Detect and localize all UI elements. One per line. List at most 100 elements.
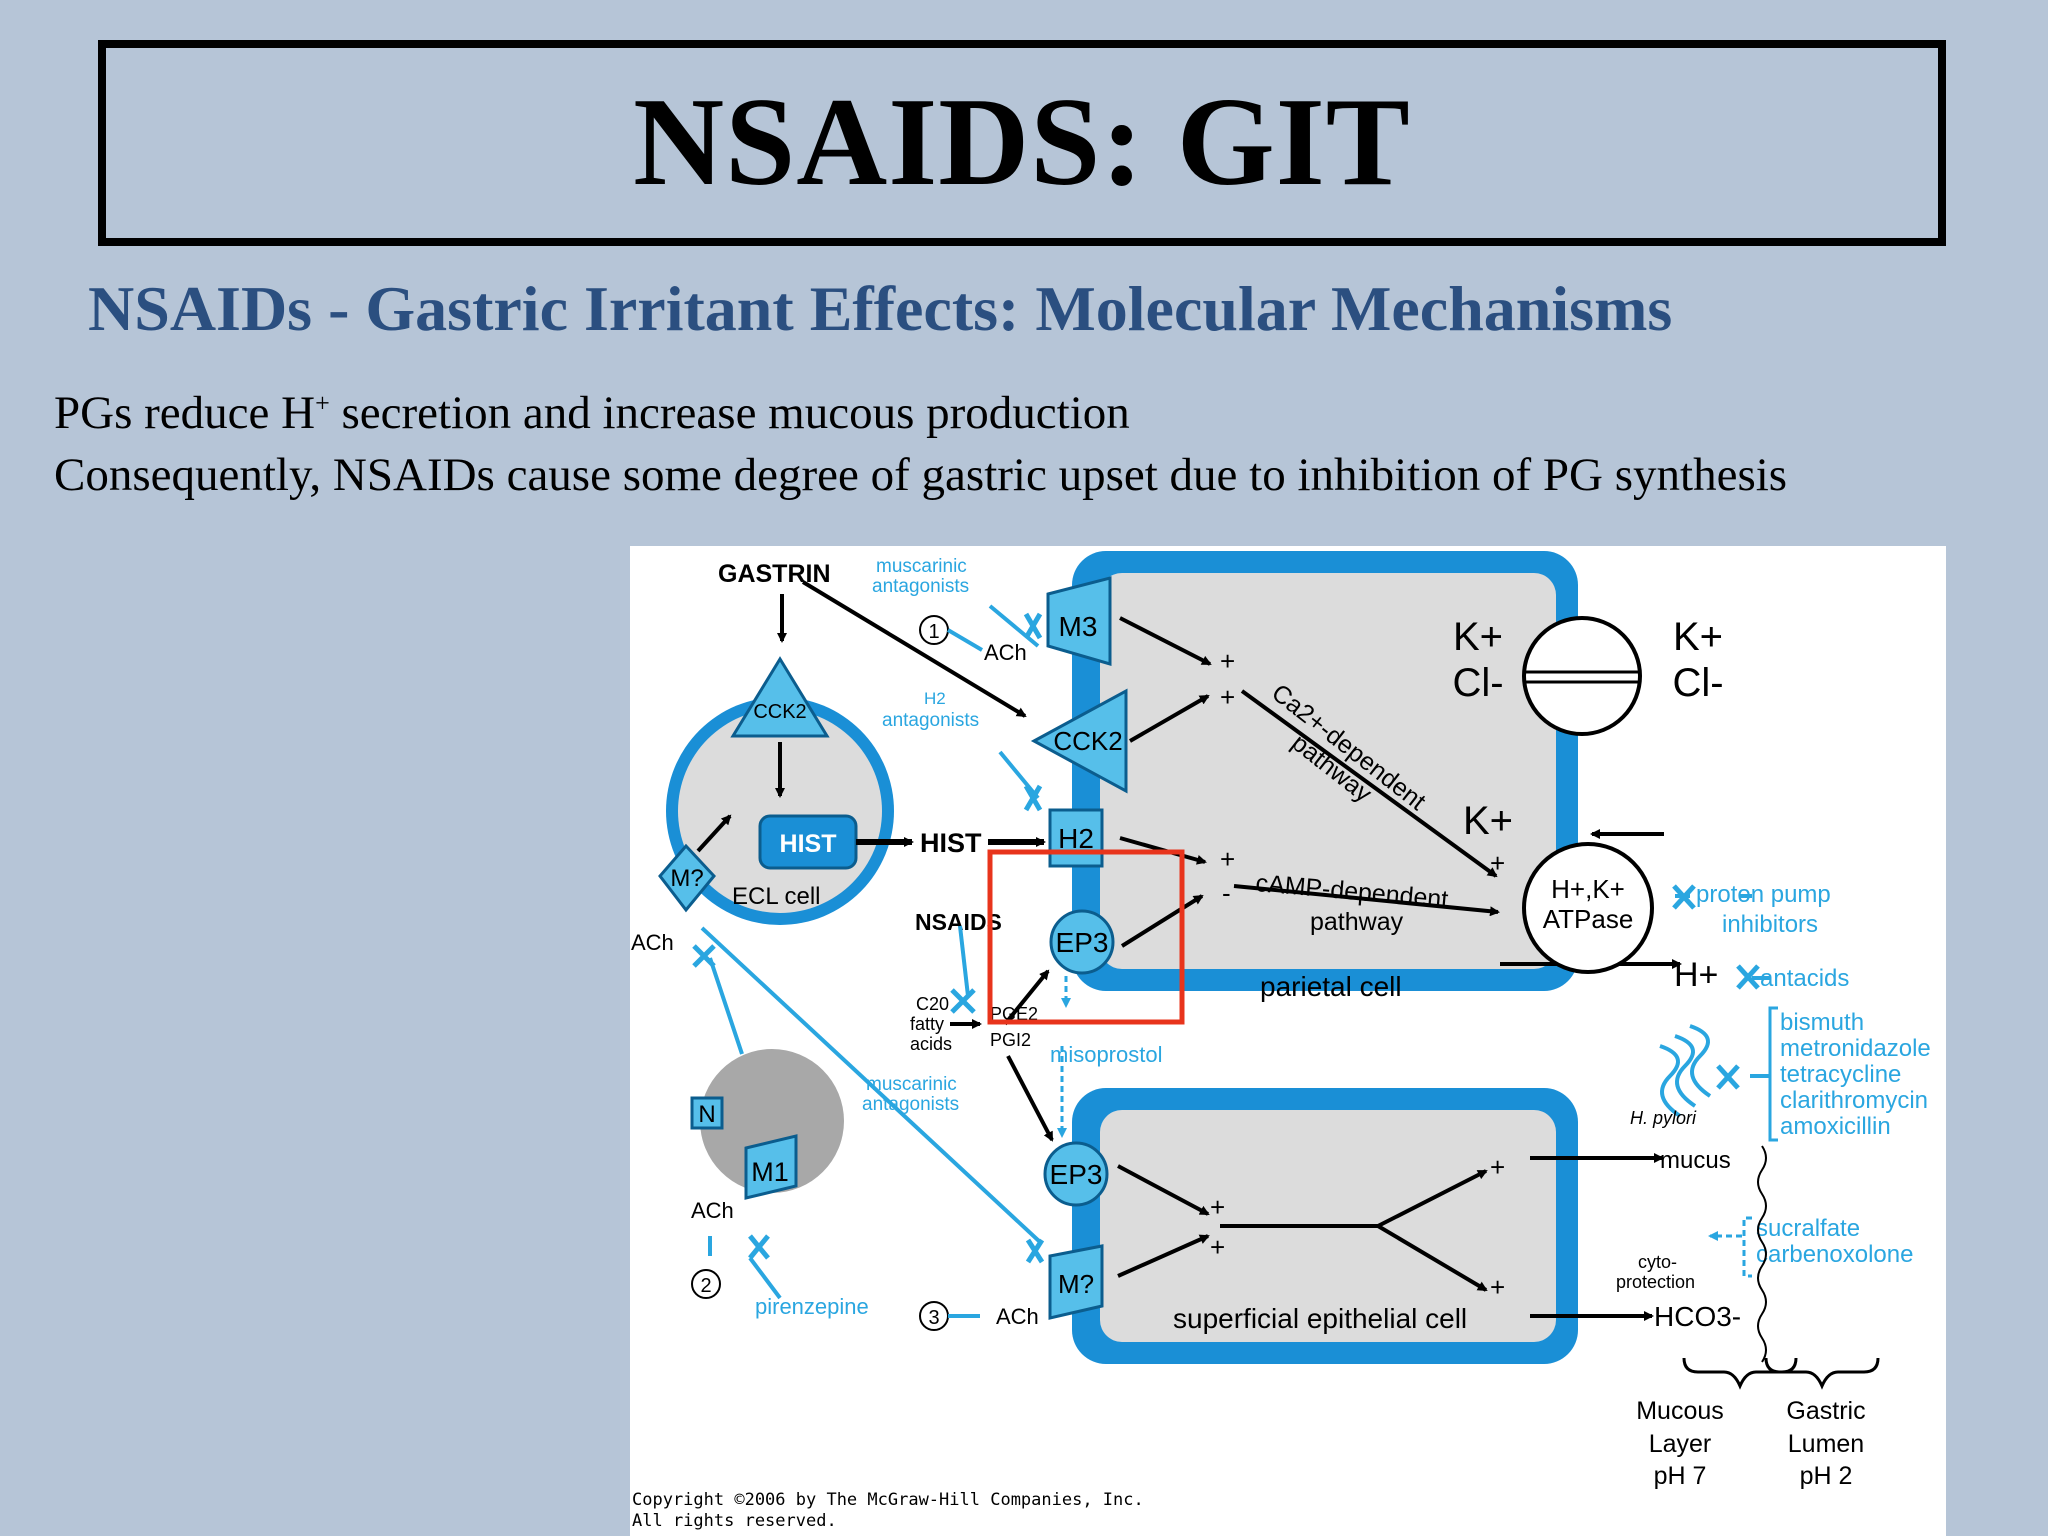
- body-line-1-sup: +: [315, 388, 330, 418]
- cl-in-label: Cl-: [1452, 661, 1503, 705]
- mechanism-diagram: CCK2 HIST M? ECL cell N M1 M3 CCK2 H2 EP…: [631, 551, 1931, 1490]
- superficial-cell-label: superficial epithelial cell: [1173, 1303, 1467, 1334]
- body-line-1-a: PGs reduce H: [54, 387, 316, 439]
- block-marks: [692, 612, 1760, 1264]
- ep3-label-epithelial: EP3: [1050, 1159, 1103, 1190]
- highlight-box: [987, 849, 1185, 1025]
- m-ecl-receptor: [658, 843, 716, 913]
- c20-label-1: C20: [916, 994, 949, 1014]
- hp-drug-bracket: [1768, 1006, 1778, 1142]
- cck2-ecl-label: CCK2: [753, 701, 806, 723]
- gastric-lumen-label-2: Lumen: [1788, 1430, 1864, 1458]
- h-pylori-icon: [1659, 1024, 1712, 1118]
- plus-sign: +: [1490, 848, 1505, 878]
- parietal-cell-interior: [1100, 573, 1556, 969]
- plus-sign: +: [1210, 1232, 1225, 1262]
- m-epithelial-label: M?: [1058, 1269, 1094, 1299]
- musc-antag-top-2: antagonists: [872, 576, 969, 597]
- h2-antag-2: antagonists: [882, 710, 979, 731]
- pgi2-label: PGI2: [990, 1030, 1031, 1050]
- plus-sign: +: [1210, 1192, 1225, 1222]
- ach-neuron-label: ACh: [691, 1198, 734, 1223]
- black-arrows: [696, 580, 1682, 1321]
- marker-2-label: 2: [700, 1275, 711, 1297]
- c20-label-3: acids: [910, 1034, 952, 1054]
- marker-2: [691, 1269, 721, 1299]
- plus-sign: +: [1220, 844, 1235, 874]
- ppi-label-2: inhibitors: [1722, 911, 1818, 938]
- copyright-note: Copyright ©2006 by The McGraw-Hill Compa…: [632, 1490, 1144, 1532]
- m-ecl-label: M?: [670, 865, 703, 892]
- m-epithelial-receptor: [1048, 1244, 1104, 1320]
- musc-antag-top-1: muscarinic: [876, 556, 967, 577]
- ppi-label-1: proton pump: [1696, 881, 1831, 908]
- pirenzepine-label: pirenzepine: [755, 1294, 869, 1319]
- mucous-layer-label-3: pH 7: [1654, 1462, 1707, 1490]
- camp-pathway-label-2: pathway: [1310, 908, 1404, 936]
- hp-drug-2: metronidazole: [1780, 1035, 1931, 1062]
- atpase-label-1: H+,K+: [1551, 874, 1625, 904]
- pge2-label: PGE2: [990, 1004, 1038, 1024]
- sucralfate-label: sucralfate: [1756, 1215, 1860, 1242]
- plus-sign: +: [1490, 1152, 1505, 1182]
- m3-label: M3: [1059, 611, 1098, 642]
- h2-receptor: [1048, 808, 1104, 868]
- hp-drug-4: clarithromycin: [1780, 1087, 1928, 1114]
- gastric-lumen-label-1: Gastric: [1786, 1397, 1865, 1425]
- hp-drug-1: bismuth: [1780, 1009, 1864, 1036]
- ecl-cell-label: ECL cell: [732, 883, 820, 910]
- atpase-label-2: ATPase: [1543, 904, 1634, 934]
- plus-sign: +: [1220, 682, 1235, 712]
- ach-top-label: ACh: [984, 640, 1027, 665]
- cck2-receptor: [1030, 688, 1128, 794]
- cyto-label-2: protection: [1616, 1272, 1695, 1292]
- gastric-lumen-brace: [1764, 1357, 1880, 1390]
- cyto-label-1: cyto-: [1638, 1252, 1677, 1272]
- title-box: NSAIDS: GIT: [98, 40, 1946, 246]
- marker-3-label: 3: [928, 1307, 939, 1329]
- h2-antag-1: H2: [924, 689, 946, 708]
- antacids-label: antacids: [1760, 965, 1849, 992]
- h-pylori-label: H. pylori: [1630, 1108, 1697, 1128]
- mucus-label: mucus: [1660, 1147, 1731, 1174]
- copyright-line-1: Copyright ©2006 by The McGraw-Hill Compa…: [632, 1490, 1144, 1510]
- ep3-receptor-epithelial: [1043, 1141, 1109, 1207]
- k-in-label: K+: [1453, 615, 1503, 659]
- musc-antag-mid-2: antagonists: [862, 1094, 959, 1115]
- mucous-layer-label-1: Mucous: [1636, 1397, 1724, 1425]
- ep3-label-parietal: EP3: [1056, 927, 1109, 958]
- nsaids-label: NSAIDS: [915, 909, 1002, 935]
- hist-box-label: HIST: [780, 830, 837, 858]
- hco3-label: HCO3-: [1654, 1301, 1741, 1332]
- minus-sign: -: [1222, 878, 1231, 908]
- gastrin-label: GASTRIN: [718, 560, 831, 588]
- hp-drug-3: tetracycline: [1780, 1061, 1901, 1088]
- proton-pump: [1522, 842, 1654, 974]
- slide-title: NSAIDS: GIT: [633, 73, 1411, 212]
- body-line-1: PGs reduce H+ secretion and increase muc…: [54, 386, 1130, 440]
- drug-labels: muscarinic antagonists H2 antagonists mi…: [755, 556, 1931, 1319]
- drug-lines: [700, 604, 1770, 1318]
- cyto-drug-bracket: [1742, 1216, 1752, 1278]
- ach-bottom-label: ACh: [996, 1304, 1039, 1329]
- mechanism-figure: CCK2 HIST M? ECL cell N M1 M3 CCK2 H2 EP…: [630, 546, 1946, 1536]
- misoprostol-label: misoprostol: [1050, 1042, 1162, 1067]
- h2-label: H2: [1058, 823, 1094, 854]
- cck2-label: CCK2: [1053, 726, 1122, 756]
- c20-label-2: fatty: [910, 1014, 944, 1034]
- cl-out-label: Cl-: [1672, 661, 1723, 705]
- k-cl-exchanger: [1522, 616, 1642, 736]
- m1-receptor: [744, 1134, 798, 1200]
- ep3-receptor-parietal: [1049, 909, 1115, 975]
- cck2-ecl-receptor: [730, 656, 830, 738]
- m1-label: M1: [751, 1157, 789, 1187]
- k-out-label: K+: [1673, 615, 1723, 659]
- plus-sign: +: [1490, 1272, 1505, 1302]
- nicotinic-receptor: [690, 1096, 724, 1130]
- n-label: N: [698, 1101, 715, 1128]
- marker-1-label: 1: [928, 621, 939, 643]
- hplus-label: H+: [1674, 956, 1718, 994]
- ach-ecl-label: ACh: [631, 930, 674, 955]
- copyright-line-2: All rights reserved.: [632, 1511, 837, 1531]
- slide-subtitle: NSAIDs - Gastric Irritant Effects: Molec…: [88, 273, 1673, 344]
